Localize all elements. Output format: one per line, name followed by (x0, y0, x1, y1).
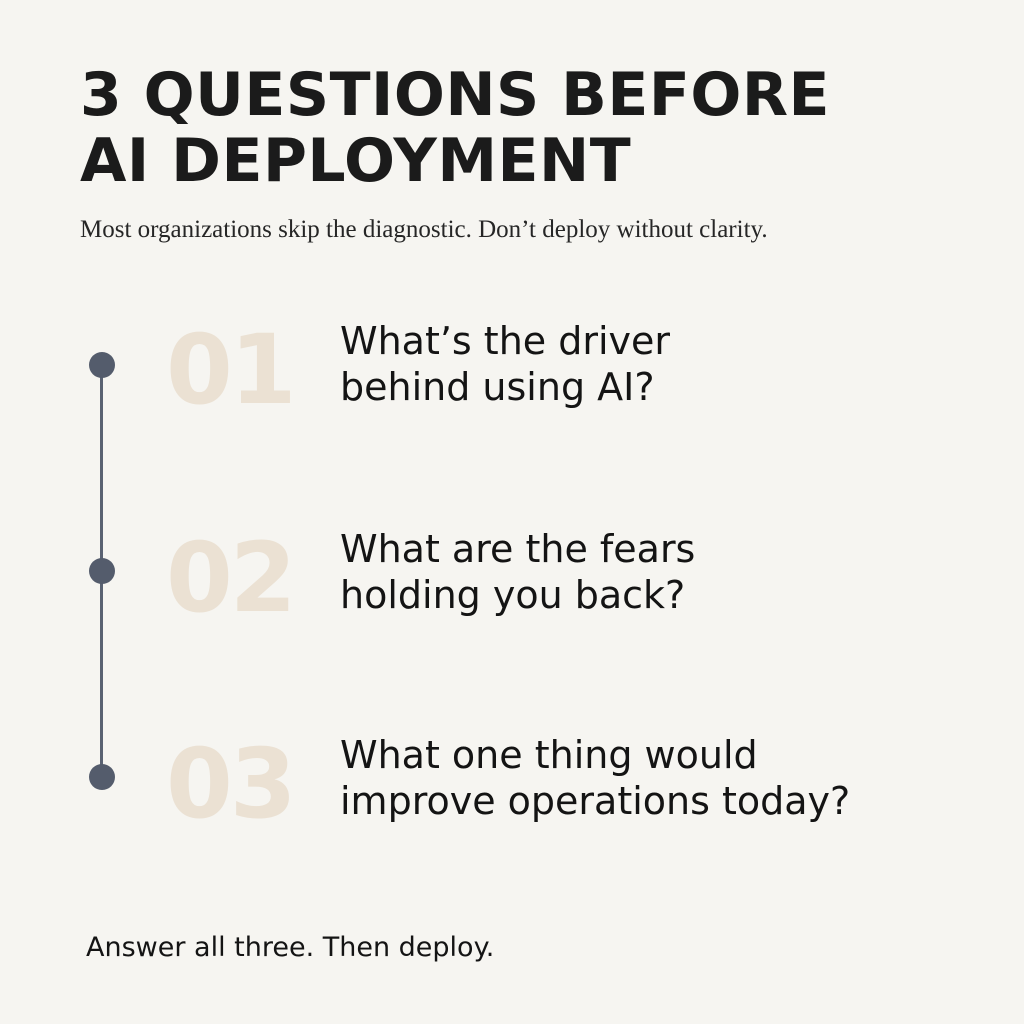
step-number-3: 03 (166, 728, 297, 840)
step-number-1: 01 (166, 314, 297, 426)
page-title-line-2: AI DEPLOYMENT (80, 126, 632, 196)
step-question-2-line-1: What are the fears (340, 527, 696, 571)
footer-call-to-action: Answer all three. Then deploy. (86, 932, 495, 963)
step-question-1: What’s the driver behind using AI? (340, 318, 980, 410)
page-title: 3 QUESTIONS BEFORE AI DEPLOYMENT (80, 62, 960, 194)
page-title-line-1: 3 QUESTIONS BEFORE (80, 60, 831, 130)
step-question-2-line-2: holding you back? (340, 573, 686, 617)
step-number-2: 02 (166, 522, 297, 634)
step-question-1-line-2: behind using AI? (340, 365, 655, 409)
page-subtitle: Most organizations skip the diagnostic. … (80, 216, 768, 243)
timeline-dot-1 (89, 352, 115, 378)
question-step-2: 02 What are the fears holding you back? (0, 518, 1024, 638)
timeline-dot-2 (89, 558, 115, 584)
question-step-3: 03 What one thing would improve operatio… (0, 724, 1024, 844)
step-question-3-line-1: What one thing would (340, 733, 758, 777)
question-step-1: 01 What’s the driver behind using AI? (0, 310, 1024, 430)
step-question-2: What are the fears holding you back? (340, 526, 980, 618)
timeline-dot-3 (89, 764, 115, 790)
step-question-3: What one thing would improve operations … (340, 732, 980, 824)
step-question-3-line-2: improve operations today? (340, 779, 851, 823)
step-question-1-line-1: What’s the driver (340, 319, 671, 363)
